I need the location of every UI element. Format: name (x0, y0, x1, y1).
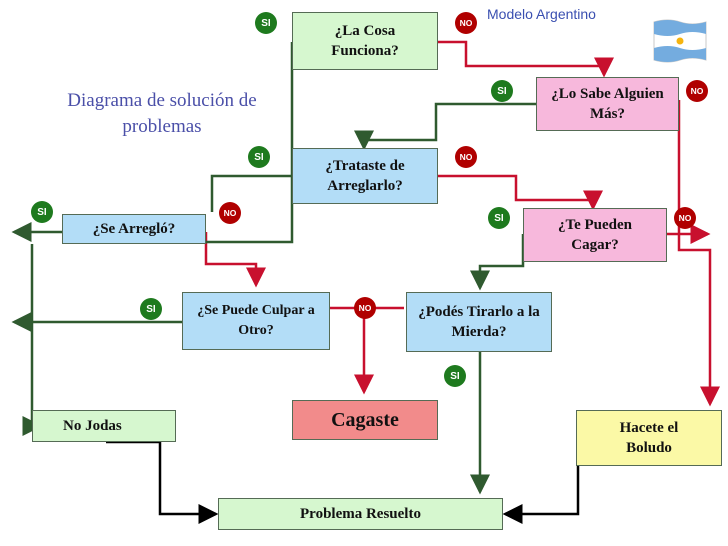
diagram-subtitle: Modelo Argentino (487, 6, 596, 22)
diagram-title: Diagrama de solución de problemas (67, 90, 257, 137)
trataste-si-connector (210, 174, 292, 212)
node-problema-resuelto: Problema Resuelto (218, 498, 503, 530)
funciona-no-connector (438, 40, 614, 78)
funciona-si-connector (206, 42, 294, 244)
si-badge-tirarlo: SI (444, 365, 466, 387)
node-la-cosa-funciona: ¿La Cosa Funciona? (292, 12, 438, 70)
arreglo-no-connector (204, 232, 266, 288)
no-badge-trataste: NO (455, 146, 477, 168)
trataste-no-connector (438, 174, 603, 211)
si-badge-cagar: SI (488, 207, 510, 229)
node-se-puede-culpar-a-otro: ¿Se Puede Culpar a Otro? (182, 292, 330, 350)
node-cagaste: Cagaste (292, 400, 438, 440)
no-badge-sabe: NO (686, 80, 708, 102)
node-lo-sabe-alguien-mas: ¿Lo Sabe Alguien Más? (536, 77, 679, 131)
no-badge-culpar: NO (354, 297, 376, 319)
si-badge-culpar: SI (140, 298, 162, 320)
cagar-si-connector (470, 234, 525, 291)
arreglo-down-connector (22, 244, 43, 436)
nojodas-resuelto-connector (106, 440, 219, 524)
argentina-flag-icon (653, 19, 707, 63)
si-badge-sabe: SI (491, 80, 513, 102)
si-badge-trataste: SI (248, 146, 270, 168)
node-te-pueden-cagar: ¿Te Pueden Cagar? (523, 208, 667, 262)
culpar-no-connector (330, 306, 374, 395)
si-badge-arreglo: SI (31, 201, 53, 223)
node-no-jodas: No Jodas (32, 410, 176, 442)
boludo-resuelto-connector (502, 462, 618, 524)
no-badge-funciona: NO (455, 12, 477, 34)
si-badge-funciona: SI (255, 12, 277, 34)
node-hacete-el-boludo: Hacete el Boludo (576, 410, 722, 466)
no-badge-cagar: NO (674, 207, 696, 229)
node-trataste-de-arreglarlo: ¿Trataste de Arreglarlo? (292, 148, 438, 204)
no-badge-arreglo: NO (219, 202, 241, 224)
node-podes-tirarlo: ¿Podés Tirarlo a la Mierda? (406, 292, 552, 352)
node-se-arreglo: ¿Se Arregló? (62, 214, 206, 244)
sabe-si-connector (354, 102, 536, 151)
sabe-no-connector (677, 100, 720, 407)
